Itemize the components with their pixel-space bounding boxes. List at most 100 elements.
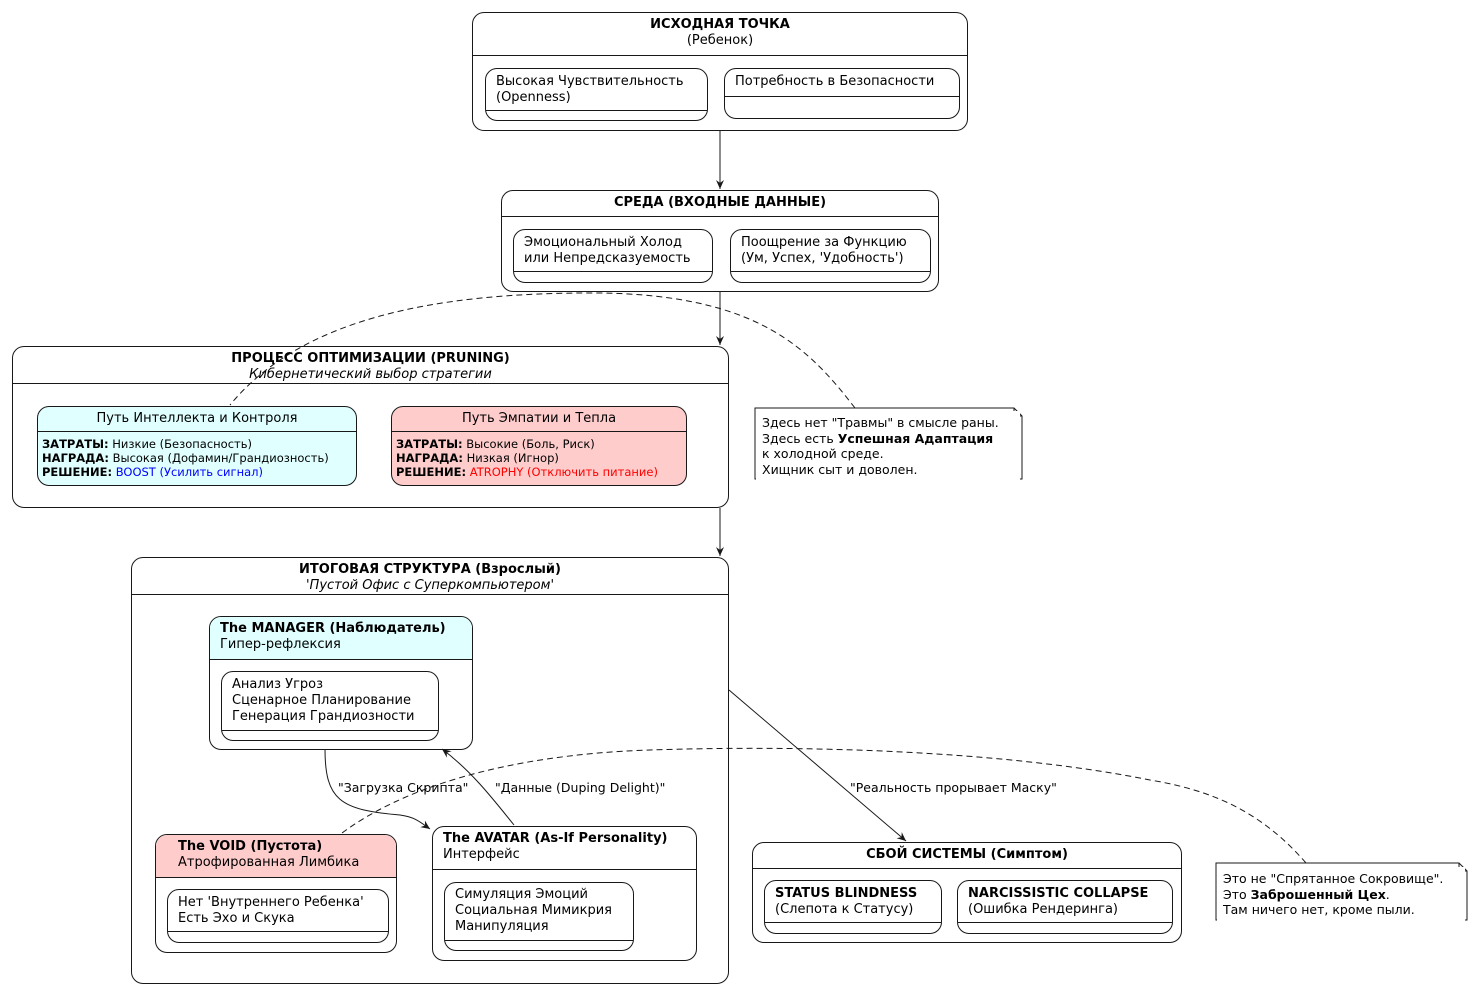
empathy-body: ЗАТРАТЫ: Высокие (Боль, Риск) НАГРАДА: Н… <box>392 432 662 484</box>
substate-cold: Эмоциональный Холод или Непредсказуемост… <box>513 229 713 283</box>
narcissistic-collapse-subtitle: (Ошибка Рендеринга) <box>968 902 1119 917</box>
narcissistic-collapse-header: NARCISSISTIC COLLAPSE (Ошибка Рендеринга… <box>958 881 1172 923</box>
result-title: ИТОГОВАЯ СТРУКТУРА (Взрослый) <box>299 562 561 577</box>
safety-line1: Потребность в Безопасности <box>735 74 935 89</box>
substate-reward-header: Поощрение за Функцию (Ум, Успех, 'Удобно… <box>731 230 930 272</box>
edge-label-reality: "Реальность прорывает Маску" <box>850 780 1057 795</box>
note1-line3: к холодной среде. <box>762 446 884 461</box>
note2-line2-post: . <box>1385 886 1390 902</box>
substate-sensitivity: Высокая Чувствительность (Openness) <box>485 68 708 121</box>
void-header: The VOID (Пустота) Атрофированная Лимбик… <box>156 835 396 878</box>
status-blindness-title: STATUS BLINDNESS <box>775 886 918 901</box>
edge-result-failure <box>728 689 907 842</box>
manager-item: Анализ Угроз <box>232 677 324 692</box>
edge-avatar-manager <box>441 748 515 826</box>
manager-subtitle: Гипер-рефлексия <box>220 637 341 652</box>
state-result: ИТОГОВАЯ СТРУКТУРА (Взрослый) 'Пустой Оф… <box>131 557 729 984</box>
path-intellect-header: Путь Интеллекта и Контроля <box>38 407 356 432</box>
sensitivity-line1: Высокая Чувствительность <box>496 74 684 89</box>
empathy-decision: ATROPHY (Отключить питание) <box>469 465 658 479</box>
state-environment-header: СРЕДА (ВХОДНЫЕ ДАННЫЕ) <box>502 191 938 217</box>
substate-cold-header: Эмоциональный Холод или Непредсказуемост… <box>514 230 712 272</box>
path-intellect: Путь Интеллекта и Контроля ЗАТРАТЫ: Низк… <box>37 406 357 486</box>
state-result-header: ИТОГОВАЯ СТРУКТУРА (Взрослый) 'Пустой Оф… <box>132 558 728 595</box>
note2-line3: Там ничего нет, кроме пыли. <box>1223 902 1415 917</box>
state-avatar: The AVATAR (As-If Personality) Интерфейс… <box>432 826 697 961</box>
failure-header: СБОЙ СИСТЕМЫ (Симптом) <box>753 843 1181 869</box>
result-subtitle: 'Пустой Офис с Суперкомпьютером' <box>305 578 555 593</box>
narcissistic-collapse-title: NARCISSISTIC COLLAPSE <box>968 886 1149 901</box>
empathy-decision-key: РЕШЕНИЕ: <box>396 465 467 479</box>
intellect-cost: Низкие (Безопасность) <box>112 437 252 451</box>
manager-item: Сценарное Планирование <box>232 693 412 708</box>
intellect-reward-key: НАГРАДА: <box>42 451 109 465</box>
note1-line1: Здесь нет "Травмы" в смысле раны. <box>762 415 999 430</box>
substate-reward-function: Поощрение за Функцию (Ум, Успех, 'Удобно… <box>730 229 931 283</box>
void-contents-list: Нет 'Внутреннего Ребенка' Есть Эхо и Ску… <box>168 890 388 932</box>
reward-function-line2: (Ум, Успех, 'Удобность') <box>741 251 904 266</box>
state-start: ИСХОДНАЯ ТОЧКА (Ребенок) Высокая Чувстви… <box>472 12 968 131</box>
process-title: ПРОЦЕСС ОПТИМИЗАЦИИ (PRUNING) <box>231 351 510 366</box>
status-blindness-subtitle: (Слепота к Статусу) <box>775 902 914 917</box>
substate-narcissistic-collapse: NARCISSISTIC COLLAPSE (Ошибка Рендеринга… <box>957 880 1173 934</box>
reward-function-line1: Поощрение за Функцию <box>741 235 907 250</box>
intellect-decision-key: РЕШЕНИЕ: <box>42 465 113 479</box>
note-adaptation: Здесь нет "Травмы" в смысле раны. Здесь … <box>756 411 1020 481</box>
substate-safety: Потребность в Безопасности <box>724 68 960 119</box>
note2-line2-bold: Заброшенный Цех <box>1250 886 1386 902</box>
state-process: ПРОЦЕСС ОПТИМИЗАЦИИ (PRUNING) Кибернетич… <box>12 346 729 508</box>
status-blindness-header: STATUS BLINDNESS (Слепота к Статусу) <box>765 881 941 923</box>
state-environment: СРЕДА (ВХОДНЫЕ ДАННЫЕ) Эмоциональный Хол… <box>501 190 939 292</box>
void-title: The VOID (Пустота) <box>178 839 323 854</box>
avatar-functions: Симуляция Эмоций Социальная Мимикрия Ман… <box>444 882 634 951</box>
state-failure: СБОЙ СИСТЕМЫ (Симптом) STATUS BLINDNESS … <box>752 842 1182 943</box>
note2-line2-pre: Это <box>1223 886 1251 902</box>
manager-title: The MANAGER (Наблюдатель) <box>220 621 446 636</box>
note1-line2-pre: Здесь есть <box>762 430 838 446</box>
avatar-item: Социальная Мимикрия <box>455 903 612 918</box>
empathy-reward-key: НАГРАДА: <box>396 451 463 465</box>
note-workshop: Это не "Спрятанное Сокровище". Это Забро… <box>1217 867 1465 922</box>
avatar-subtitle: Интерфейс <box>443 847 520 862</box>
edge-manager-avatar <box>324 748 431 830</box>
empathy-cost: Высокие (Боль, Риск) <box>466 437 595 451</box>
intellect-title: Путь Интеллекта и Контроля <box>96 411 298 426</box>
intellect-decision: BOOST (Усилить сигнал) <box>115 465 263 479</box>
cold-line2: или Непредсказуемость <box>524 251 691 266</box>
state-void: The VOID (Пустота) Атрофированная Лимбик… <box>155 834 397 953</box>
env-title: СРЕДА (ВХОДНЫЕ ДАННЫЕ) <box>613 195 827 210</box>
state-process-header: ПРОЦЕСС ОПТИМИЗАЦИИ (PRUNING) Кибернетич… <box>13 347 728 384</box>
sensitivity-line2: (Openness) <box>496 90 571 105</box>
empathy-reward: Низкая (Игнор) <box>466 451 559 465</box>
void-item: Нет 'Внутреннего Ребенка' <box>178 895 364 910</box>
void-item: Есть Эхо и Скука <box>178 911 295 926</box>
void-subtitle: Атрофированная Лимбика <box>178 855 360 870</box>
state-manager: The MANAGER (Наблюдатель) Гипер-рефлекси… <box>209 616 473 750</box>
manager-item: Генерация Грандиозности <box>232 709 415 724</box>
intellect-cost-key: ЗАТРАТЫ: <box>42 437 109 451</box>
edge-label-script: "Загрузка Скрипта" <box>338 780 469 795</box>
manager-functions-list: Анализ Угроз Сценарное Планирование Гене… <box>222 672 438 731</box>
state-start-header: ИСХОДНАЯ ТОЧКА (Ребенок) <box>473 13 967 56</box>
substate-status-blindness: STATUS BLINDNESS (Слепота к Статусу) <box>764 880 942 934</box>
manager-header: The MANAGER (Наблюдатель) Гипер-рефлекси… <box>210 617 472 660</box>
note1-link <box>229 292 856 409</box>
intellect-reward: Высокая (Дофамин/Грандиозность) <box>112 451 329 465</box>
path-empathy-header: Путь Эмпатии и Тепла <box>392 407 686 432</box>
edge-label-data: "Данные (Duping Delight)" <box>495 780 666 795</box>
cold-line1: Эмоциональный Холод <box>524 235 682 250</box>
empathy-cost-key: ЗАТРАТЫ: <box>396 437 463 451</box>
note2-link <box>341 747 1307 864</box>
avatar-item: Симуляция Эмоций <box>455 887 588 902</box>
substate-sensitivity-header: Высокая Чувствительность (Openness) <box>486 69 707 111</box>
empathy-title: Путь Эмпатии и Тепла <box>461 411 617 426</box>
avatar-functions-list: Симуляция Эмоций Социальная Мимикрия Ман… <box>445 883 633 941</box>
substate-safety-header: Потребность в Безопасности <box>725 69 959 97</box>
intellect-body: ЗАТРАТЫ: Низкие (Безопасность) НАГРАДА: … <box>38 432 333 484</box>
failure-title: СБОЙ СИСТЕМЫ (Симптом) <box>866 847 1068 862</box>
start-title: ИСХОДНАЯ ТОЧКА <box>650 17 790 32</box>
avatar-title: The AVATAR (As-If Personality) <box>443 831 668 846</box>
avatar-header: The AVATAR (As-If Personality) Интерфейс <box>433 827 696 870</box>
note1-line4: Хищник сыт и доволен. <box>762 461 918 477</box>
